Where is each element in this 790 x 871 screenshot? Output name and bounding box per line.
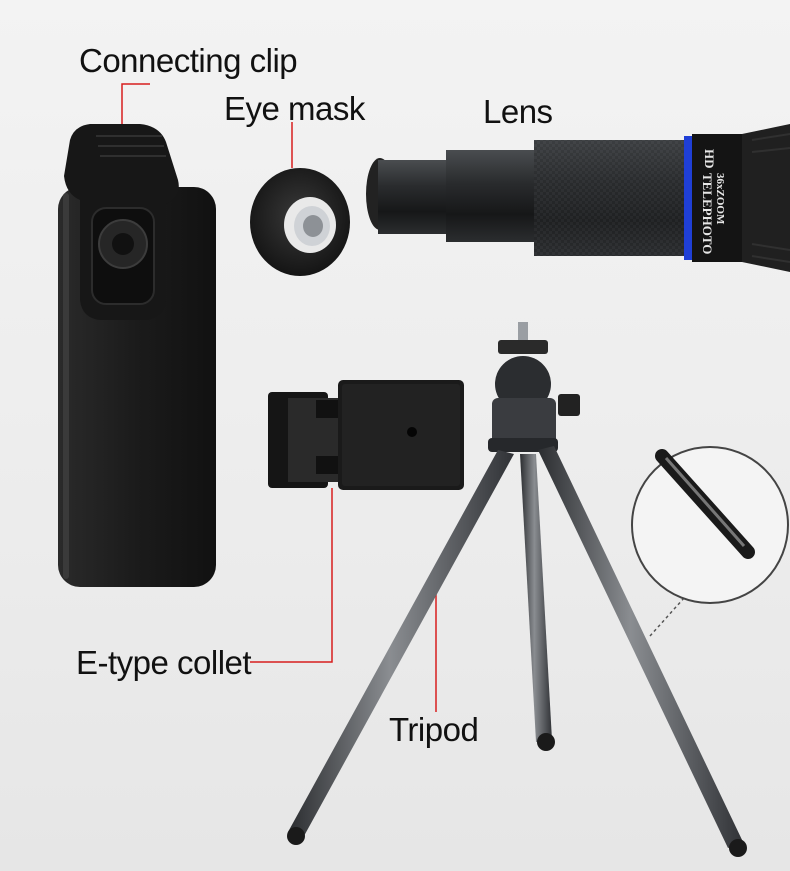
tripod-leg-center: [520, 454, 552, 742]
tripod: [287, 322, 747, 857]
e-type-collet: [268, 380, 464, 490]
label-tripod: Tripod: [389, 711, 479, 748]
smartphone-with-clip: [58, 124, 216, 587]
collet-screw-hole: [407, 427, 417, 437]
label-lens: Lens: [483, 93, 553, 130]
lens-marking-hd: HD: [702, 149, 717, 169]
lens-marking-zoom: 36xZOOM: [714, 173, 726, 225]
tripod-leg-detail-inset: [631, 446, 789, 604]
tripod-leg-right: [538, 446, 744, 848]
leader-line-clip: [121, 83, 150, 126]
label-eye-mask: Eye mask: [224, 90, 365, 127]
telephoto-lens: HD 36xZOOM TELEPHOTO: [366, 124, 790, 272]
eye-mask: [250, 168, 350, 276]
leader-line-collet: [250, 488, 333, 663]
lens-hood: [742, 124, 790, 272]
leader-lines: [121, 83, 685, 712]
tripod-leg-left: [288, 450, 514, 836]
lens-marking-telephoto: TELEPHOTO: [700, 173, 715, 254]
leader-line-detail: [649, 597, 685, 637]
label-connecting-clip: Connecting clip: [79, 42, 298, 79]
lens-blue-ring: [684, 136, 692, 260]
label-e-type-collet: E-type collet: [76, 644, 252, 681]
